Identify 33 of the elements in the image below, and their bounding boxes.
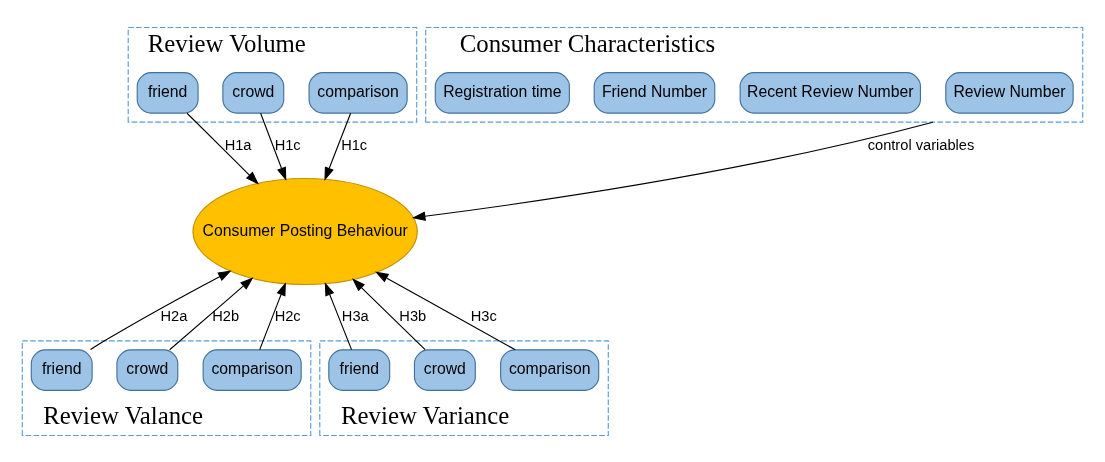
node-box: crowd	[413, 348, 476, 391]
arrow	[169, 276, 254, 350]
edge-label: H3b	[399, 307, 427, 324]
arrow	[324, 281, 353, 350]
node-box: crowd	[222, 71, 285, 114]
node-box: Registration time	[434, 71, 570, 114]
node-box: comparison	[500, 348, 600, 391]
node-box: Recent Review Number	[739, 71, 921, 114]
arrow	[259, 281, 286, 350]
arrow	[375, 271, 516, 350]
arrow	[411, 121, 934, 221]
arrow	[89, 269, 232, 350]
node-box: crowd	[116, 348, 179, 391]
edge-label: H2c	[274, 307, 301, 324]
edge-label: H1a	[224, 136, 252, 153]
arrow	[260, 112, 287, 181]
arrow	[186, 112, 259, 184]
arrow	[324, 112, 352, 181]
node-box: friend	[30, 348, 93, 391]
node-box: Friend Number	[593, 71, 716, 114]
node-box: Review Number	[945, 71, 1074, 114]
node-box: comparison	[202, 348, 302, 391]
node-box: friend	[328, 348, 391, 391]
node-box: friend	[136, 71, 199, 114]
edge-label: H2b	[212, 307, 240, 324]
edge-label: H1c	[341, 136, 368, 153]
arrow	[352, 277, 426, 350]
node-box: comparison	[308, 71, 408, 114]
edge-label: H2a	[160, 307, 188, 324]
edge-label: H3a	[341, 307, 369, 324]
edge-label: H1c	[274, 136, 301, 153]
edge-label: control variables	[867, 136, 975, 153]
edge-label: H3c	[470, 307, 497, 324]
